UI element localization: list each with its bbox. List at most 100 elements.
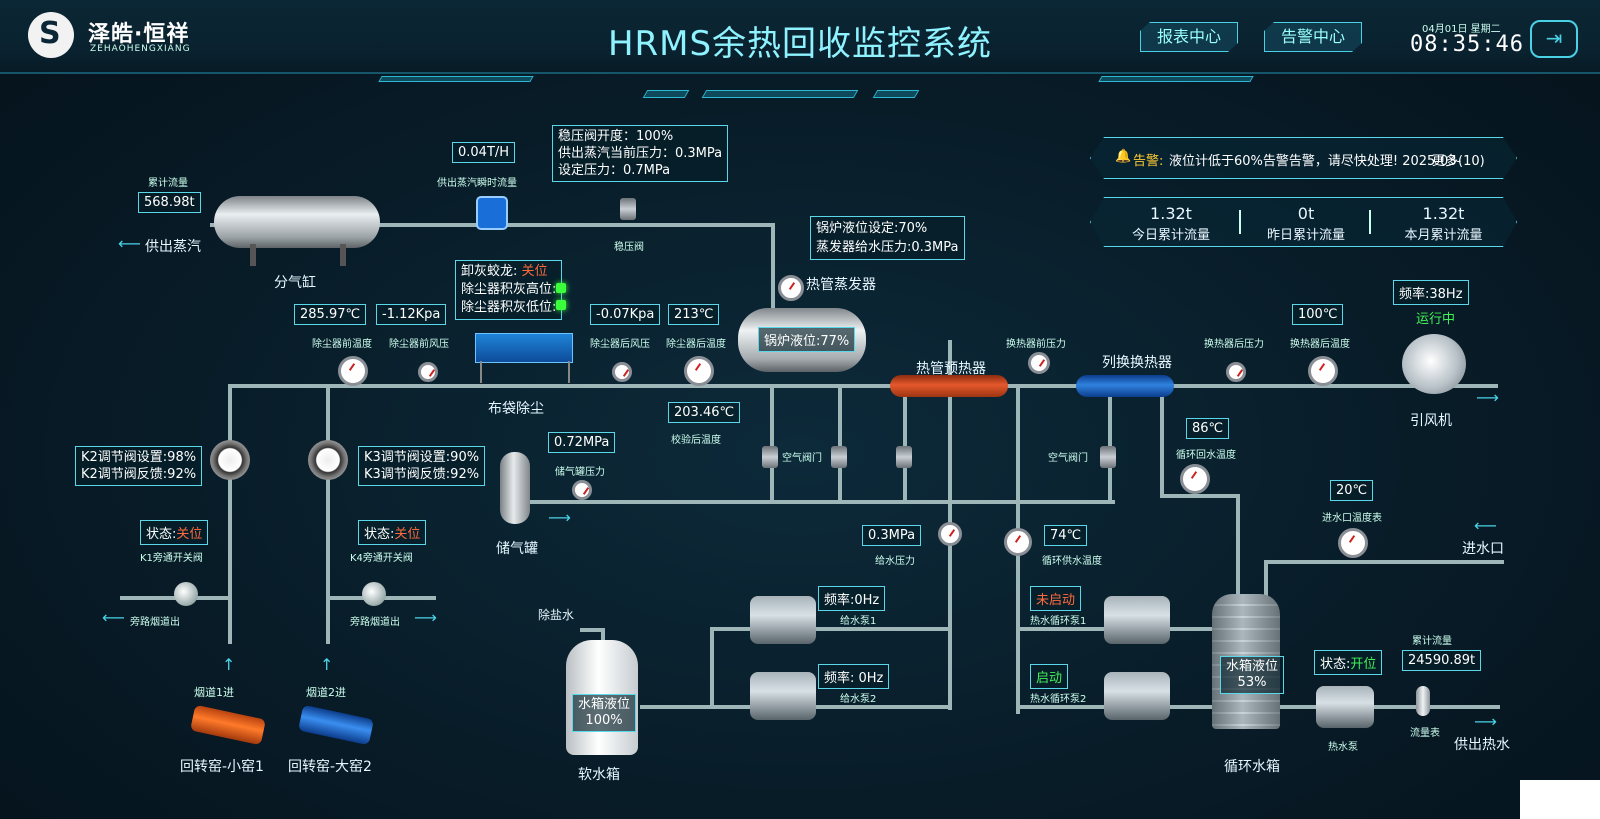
- air-pipe: [530, 500, 1115, 504]
- header-decoration: [642, 90, 690, 98]
- alert-message: 液位计低于60%告警告警，请尽快处理! 2025-03-: [1169, 154, 1462, 169]
- feed-pump-2[interactable]: [750, 672, 816, 720]
- k3-butterfly-valve[interactable]: [308, 440, 348, 480]
- check-temp-label: 校验后温度: [671, 435, 721, 446]
- flue-pipe: [228, 384, 232, 644]
- circ-pipe: [1160, 494, 1240, 498]
- month-total-value: 1.32t: [1422, 204, 1465, 223]
- pressure-gauge-icon: [612, 362, 632, 382]
- right-arrow-icon: ⟶: [1474, 712, 1497, 731]
- evaporator-name: 热管蒸发器: [806, 277, 876, 293]
- alert-banner[interactable]: 🔔 告警: 液位计低于60%告警告警，请尽快处理! 2025-03- 更多(10…: [1090, 137, 1517, 179]
- post-dust-pressure-label: 除尘器后风压: [590, 339, 650, 350]
- feed-water-pressure-label: 给水压力: [875, 556, 915, 567]
- header-decoration: [872, 90, 920, 98]
- exit-icon[interactable]: ⇥: [1530, 20, 1578, 58]
- k4-status-value: 关位: [394, 527, 421, 542]
- logo-subtext: ZEHAOHENGXIANG: [90, 44, 191, 54]
- circ-pump1-name: 热水循环泵1: [1030, 616, 1087, 627]
- rotary-kiln-large: [298, 704, 374, 746]
- k1-status-value: 关位: [176, 527, 203, 542]
- today-total-value: 1.32t: [1150, 204, 1192, 223]
- today-total-label: 今日累计流量: [1131, 228, 1210, 243]
- k3-valve-info: K3调节阀设置:90% K3调节阀反馈:92%: [358, 446, 486, 486]
- up-arrow-icon: ↑: [222, 655, 236, 674]
- pre-dust-temp: 285.97℃: [294, 304, 367, 325]
- valve-icon[interactable]: [831, 446, 847, 468]
- gas-tank-pressure: 0.72MPa: [548, 432, 616, 453]
- exchanger-pre-pressure-label: 换热器前压力: [1006, 339, 1066, 350]
- gas-tank: [500, 452, 530, 524]
- total-steam-flow: 568.98t: [138, 192, 201, 213]
- ash-low-indicator: [556, 300, 566, 310]
- thermometer-icon: [1338, 528, 1368, 558]
- total-flow-label: 累计流量: [148, 178, 188, 189]
- circ-pump-1[interactable]: [1104, 596, 1170, 644]
- pressure-gauge-icon: [418, 362, 438, 382]
- boiler-level-setting: 锅炉液位设定:70%: [816, 221, 928, 236]
- k3-setting: K3调节阀设置:90%: [364, 450, 480, 465]
- k3-feedback: K3调节阀反馈:92%: [364, 467, 480, 482]
- circ-supply-temp: 74℃: [1044, 525, 1088, 546]
- keyboard-icon[interactable]: [1520, 780, 1600, 819]
- fan-name: 引风机: [1410, 413, 1452, 429]
- header: S 泽皓·恒祥 ZEHAOHENGXIANG HRMS余热回收监控系统 报表中心…: [0, 0, 1600, 74]
- right-arrow-icon: ⟶: [1476, 388, 1499, 407]
- valve-icon[interactable]: [762, 446, 778, 468]
- induced-draft-fan[interactable]: [1402, 334, 1466, 394]
- ash-high-label: 除尘器积灰高位:: [461, 282, 557, 297]
- regulator-valve-icon[interactable]: [620, 198, 636, 220]
- ash-auger-status: 关位: [521, 264, 548, 279]
- valve-icon[interactable]: [1100, 446, 1116, 468]
- k1-valve-name: K1旁通开关阀: [140, 553, 203, 564]
- k1-status-label: 状态:: [146, 527, 177, 542]
- soft-tank-level-value: 100%: [585, 713, 623, 728]
- thermometer-icon: [1004, 528, 1032, 556]
- circ-tank-level-label: 水箱液位: [1226, 659, 1279, 674]
- circ-pump-2[interactable]: [1104, 672, 1170, 720]
- left-arrow-icon: ⟵: [102, 608, 125, 627]
- bell-icon: 🔔: [1115, 149, 1132, 164]
- circ-return-temp-label: 循环回水温度: [1176, 450, 1236, 461]
- pre-dust-pressure: -1.12Kpa: [376, 304, 447, 325]
- report-center-button[interactable]: 报表中心: [1140, 22, 1238, 52]
- alert-more-link[interactable]: 更多(10): [1432, 154, 1485, 169]
- water-pipe: [770, 384, 774, 504]
- air-pipe: [1108, 384, 1112, 504]
- set-pressure: 设定压力：0.7MPa: [558, 163, 671, 178]
- circ-pipe: [1160, 384, 1164, 496]
- flue1-inlet: 烟道1进: [194, 686, 234, 699]
- gas-tank-name: 储气罐: [496, 541, 538, 557]
- water-pipe: [838, 384, 842, 504]
- air-valve-label: 空气阀门: [782, 453, 822, 464]
- post-dust-temp: 213℃: [668, 304, 720, 325]
- valve-icon[interactable]: [896, 446, 912, 468]
- pre-dust-temp-label: 除尘器前温度: [312, 339, 372, 350]
- header-decoration: [701, 90, 859, 98]
- feed-pump2-name: 给水泵2: [840, 694, 877, 705]
- hot-pump-status: 状态:开位: [1314, 650, 1383, 675]
- thermometer-icon: [1180, 464, 1210, 494]
- hot-water-pump[interactable]: [1316, 686, 1374, 728]
- k1-bypass-valve[interactable]: [174, 582, 198, 606]
- gas-tank-pressure-label: 储气罐压力: [555, 467, 605, 478]
- feed-pump-1[interactable]: [750, 596, 816, 644]
- regulator-valve-name: 稳压阀: [614, 242, 644, 253]
- hot-pump-name: 热水泵: [1328, 742, 1358, 753]
- inlet-pipe: [1264, 560, 1268, 600]
- k4-bypass-out: 旁路烟道出: [350, 617, 400, 628]
- k1-status: 状态:关位: [140, 520, 209, 545]
- pressure-gauge-icon: [1226, 362, 1246, 382]
- k4-bypass-valve[interactable]: [362, 582, 386, 606]
- rotary-kiln-small: [190, 704, 266, 746]
- pressure-gauge-icon: [938, 522, 962, 546]
- circ-pump1-status: 未启动: [1030, 586, 1082, 611]
- alarm-center-button[interactable]: 告警中心: [1264, 22, 1362, 52]
- post-dust-temp-label: 除尘器后温度: [666, 339, 726, 350]
- regulator-opening: 稳压阀开度：100%: [558, 129, 674, 144]
- flow-meter-icon: [1416, 686, 1430, 716]
- hot-flow-label: 累计流量: [1412, 636, 1452, 647]
- k2-butterfly-valve[interactable]: [210, 440, 250, 480]
- right-arrow-icon: ⟶: [414, 608, 437, 627]
- alert-prefix: 告警:: [1133, 154, 1164, 169]
